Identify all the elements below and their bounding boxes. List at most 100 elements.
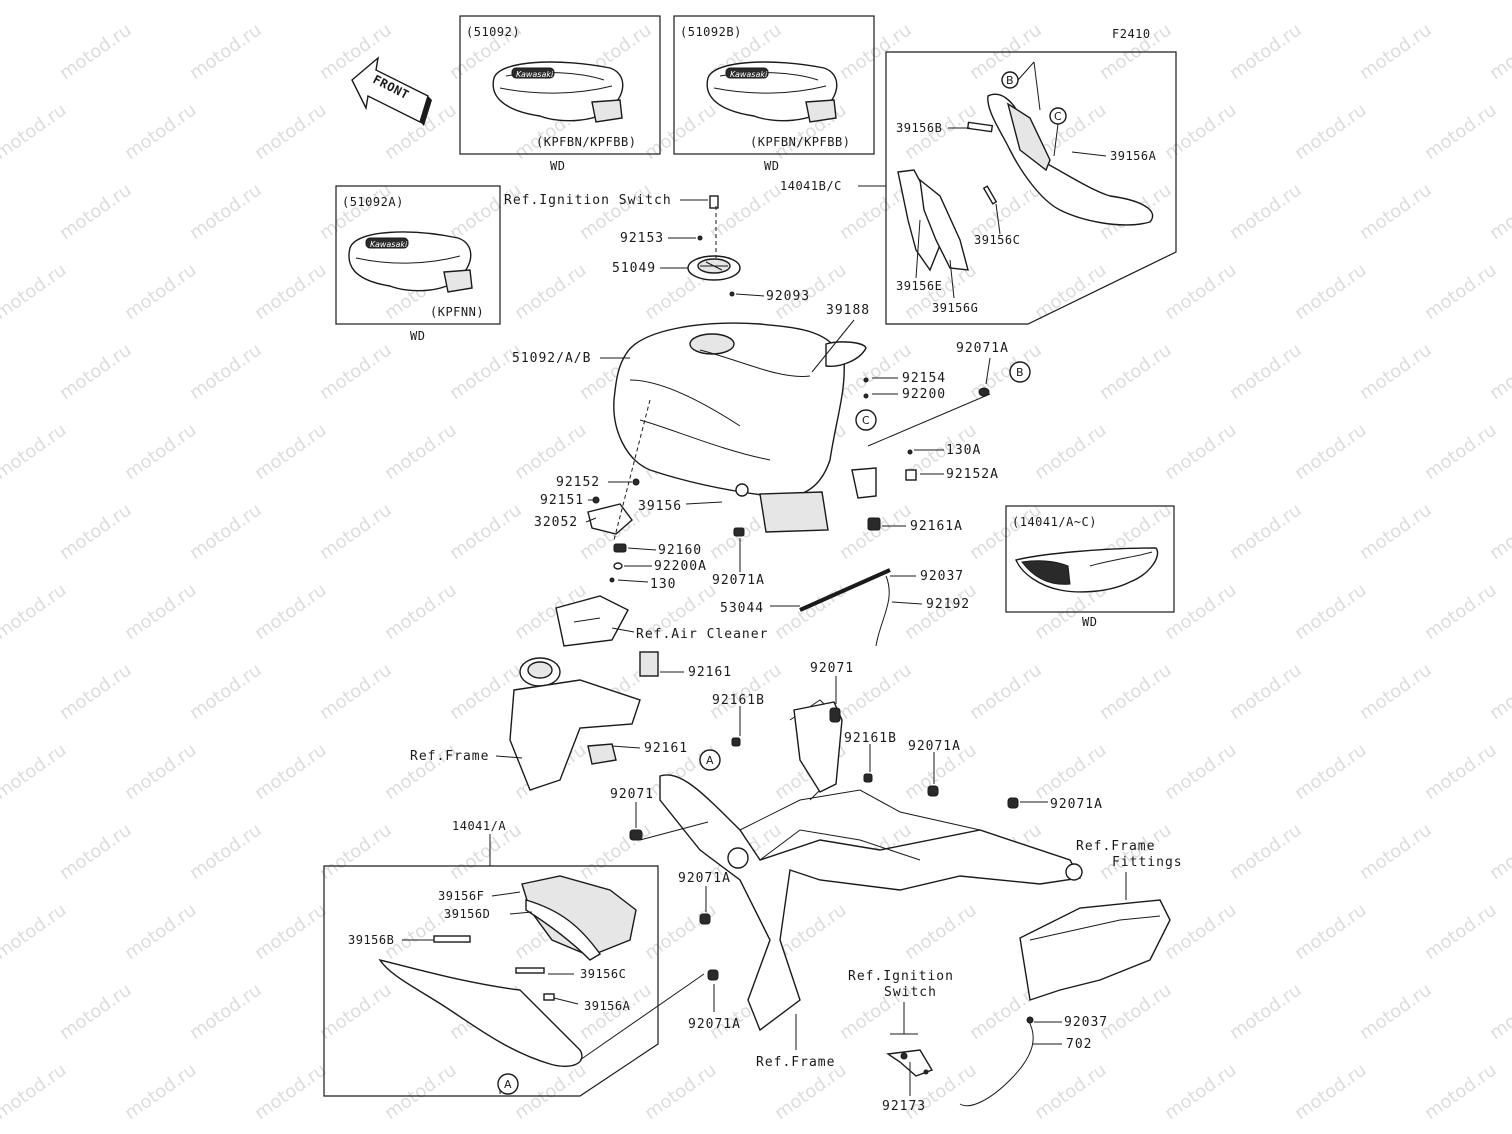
- watermark-text: motod.ru: [316, 980, 396, 1045]
- watermark-text: motod.ru: [316, 820, 396, 885]
- watermark-text: motod.ru: [251, 0, 331, 4]
- callout-b2: B: [1016, 366, 1024, 379]
- watermark-text: motod.ru: [1421, 1060, 1501, 1125]
- inset-code: (51092): [466, 25, 520, 39]
- inset-region: WD: [1082, 615, 1097, 629]
- part-92071-left: 92071: [610, 787, 654, 802]
- watermark-text: motod.ru: [1161, 0, 1241, 4]
- part-53044: 53044: [720, 601, 764, 616]
- part-39156e: 39156E: [896, 279, 942, 293]
- part-39156d: 39156D: [444, 907, 490, 921]
- ref-air-cleaner-label: Ref.Air Cleaner: [636, 627, 768, 642]
- watermark-text: motod.ru: [0, 900, 71, 965]
- watermark-text: motod.ru: [0, 1060, 71, 1125]
- brand-logo: Kawasaki: [516, 70, 554, 79]
- watermark-text: motod.ru: [1291, 420, 1371, 485]
- watermark-text: motod.ru: [0, 100, 71, 165]
- watermark-text: motod.ru: [1226, 660, 1306, 725]
- watermark-text: motod.ru: [1031, 1060, 1111, 1125]
- watermark-text: motod.ru: [1291, 740, 1371, 805]
- watermark-text: motod.ru: [446, 180, 526, 245]
- fuel-tank: [613, 322, 867, 533]
- ref-ign-switch-b1: Ref.Ignition: [848, 969, 954, 984]
- inset-tank-51092b: (51092B) Kawasaki (KPFBN/KPFBB) WD: [673, 15, 875, 173]
- inset-bottom-cover: 14041/A A 39156F 39156D 39156B 39156C 39…: [323, 819, 659, 1097]
- watermark-text: motod.ru: [706, 180, 786, 245]
- watermark-text: motod.ru: [381, 1060, 461, 1125]
- part-92152a: 92152A: [946, 467, 999, 482]
- watermark-text: motod.ru: [1031, 0, 1111, 4]
- part-92192: 92192: [926, 597, 970, 612]
- leader-lines: [495, 199, 1127, 1096]
- watermark-text: motod.ru: [0, 0, 71, 4]
- watermark-text: motod.ru: [641, 0, 721, 4]
- watermark-text: motod.ru: [1031, 420, 1111, 485]
- ref-ign-switch-b2: Switch: [884, 985, 937, 1000]
- part-92161-mid: 92161: [644, 741, 688, 756]
- part-92153: 92153: [620, 231, 664, 246]
- watermark-text: motod.ru: [1421, 260, 1501, 325]
- watermark-text: motod.ru: [1421, 900, 1501, 965]
- inset-variant: (KPFBN/KPFBB): [750, 135, 850, 149]
- watermark-text: motod.ru: [56, 20, 136, 85]
- watermark-text: motod.ru: [641, 900, 721, 965]
- part-39156c-b: 39156C: [580, 967, 626, 981]
- part-39156c: 39156C: [974, 233, 1020, 247]
- watermark-text: motod.ru: [1421, 0, 1501, 4]
- part-92071a-b1: 92071A: [678, 871, 731, 886]
- part-labels: Ref.Ignition Switch 92153 51049 92093 39…: [410, 193, 1182, 1114]
- watermark-text: motod.ru: [186, 660, 266, 725]
- watermark-text: motod.ru: [1291, 900, 1371, 965]
- watermark-text: motod.ru: [186, 180, 266, 245]
- inset-code: (14041/A~C): [1012, 515, 1097, 529]
- watermark-text: motod.ru: [511, 0, 591, 4]
- watermark-text: motod.ru: [1421, 100, 1501, 165]
- watermark-text: motod.ru: [121, 1060, 201, 1125]
- part-51092ab: 51092/A/B: [512, 351, 591, 366]
- watermark-text: motod.ru: [1356, 980, 1436, 1045]
- watermark-text: motod.ru: [1161, 260, 1241, 325]
- watermark-text: motod.ru: [0, 260, 71, 325]
- part-92161b-left: 92161B: [712, 693, 765, 708]
- callout-a2: A: [504, 1078, 512, 1091]
- part-92154: 92154: [902, 371, 946, 386]
- part-32052: 32052: [534, 515, 578, 530]
- part-51049: 51049: [612, 261, 656, 276]
- watermark-text: motod.ru: [1291, 260, 1371, 325]
- watermark-text: motod.ru: [56, 980, 136, 1045]
- watermark-text: motod.ru: [186, 20, 266, 85]
- part-39156: 39156: [638, 499, 682, 514]
- part-92093: 92093: [766, 289, 810, 304]
- watermark-text: motod.ru: [1226, 20, 1306, 85]
- watermark-text: motod.ru: [121, 900, 201, 965]
- watermark-text: motod.ru: [641, 1060, 721, 1125]
- figure-code: F2410: [1112, 27, 1151, 41]
- watermark-text: motod.ru: [121, 580, 201, 645]
- watermark-text: motod.ru: [56, 180, 136, 245]
- watermark-text: motod.ru: [1486, 20, 1512, 85]
- inset-tank-51092: (51092) Kawasaki (KPFBN/KPFBB) WD: [459, 15, 661, 173]
- watermark-text: motod.ru: [121, 420, 201, 485]
- main-frame: A: [629, 699, 1083, 1032]
- watermark-text: motod.ru: [251, 900, 331, 965]
- tank-mounting-parts: C B: [587, 361, 1031, 583]
- part-92071a-mid: 92071A: [712, 573, 765, 588]
- ref-ignition-switch-label: Ref.Ignition Switch: [504, 193, 672, 208]
- watermark-text: motod.ru: [121, 0, 201, 4]
- watermark-text: motod.ru: [1161, 100, 1241, 165]
- watermark-text: motod.ru: [1161, 420, 1241, 485]
- inset-region: WD: [410, 329, 425, 343]
- watermark-text: motod.ru: [121, 740, 201, 805]
- part-39156a: 39156A: [1110, 149, 1157, 163]
- part-92071a-top: 92071A: [956, 341, 1009, 356]
- bottom-kit-label: 14041/A: [452, 819, 506, 833]
- watermark-text: motod.ru: [251, 260, 331, 325]
- part-39156f: 39156F: [438, 889, 484, 903]
- watermark-text: motod.ru: [1096, 660, 1176, 725]
- brand-logo: Kawasaki: [730, 70, 768, 79]
- watermark-text: motod.ru: [1226, 980, 1306, 1045]
- rear-fender: [959, 899, 1171, 1107]
- watermark-text: motod.ru: [1291, 100, 1371, 165]
- part-92037-top: 92037: [920, 569, 964, 584]
- fuel-cap: [687, 195, 741, 297]
